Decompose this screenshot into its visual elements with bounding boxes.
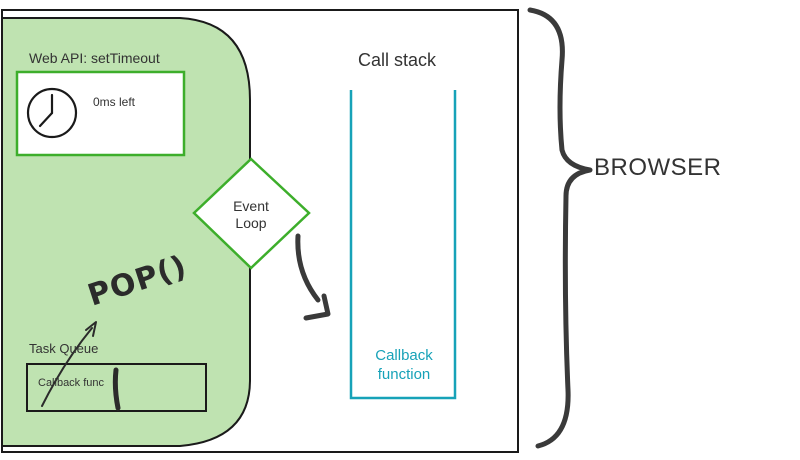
pop-arrow (41, 321, 97, 407)
event-loop-label: Event Loop (233, 198, 269, 231)
event-loop-diamond (192, 157, 311, 270)
task-queue-box (26, 363, 207, 412)
timer-box (15, 70, 186, 157)
task-queue-title: Task Queue (29, 341, 99, 356)
browser-brace (527, 7, 593, 449)
timer-remaining-text: 0ms left (93, 95, 136, 109)
call-stack-item: Callback function (375, 347, 433, 383)
web-api-title: Web API: setTimeout (29, 50, 160, 66)
task-queue-item: Callback func (38, 377, 105, 389)
call-stack-container (349, 90, 457, 400)
call-stack-title: Call stack (358, 50, 437, 70)
queue-marker-stroke (112, 367, 121, 411)
clock-icon (26, 87, 78, 139)
event-loop-arrow (295, 233, 331, 321)
browser-label: BROWSER (594, 154, 722, 181)
